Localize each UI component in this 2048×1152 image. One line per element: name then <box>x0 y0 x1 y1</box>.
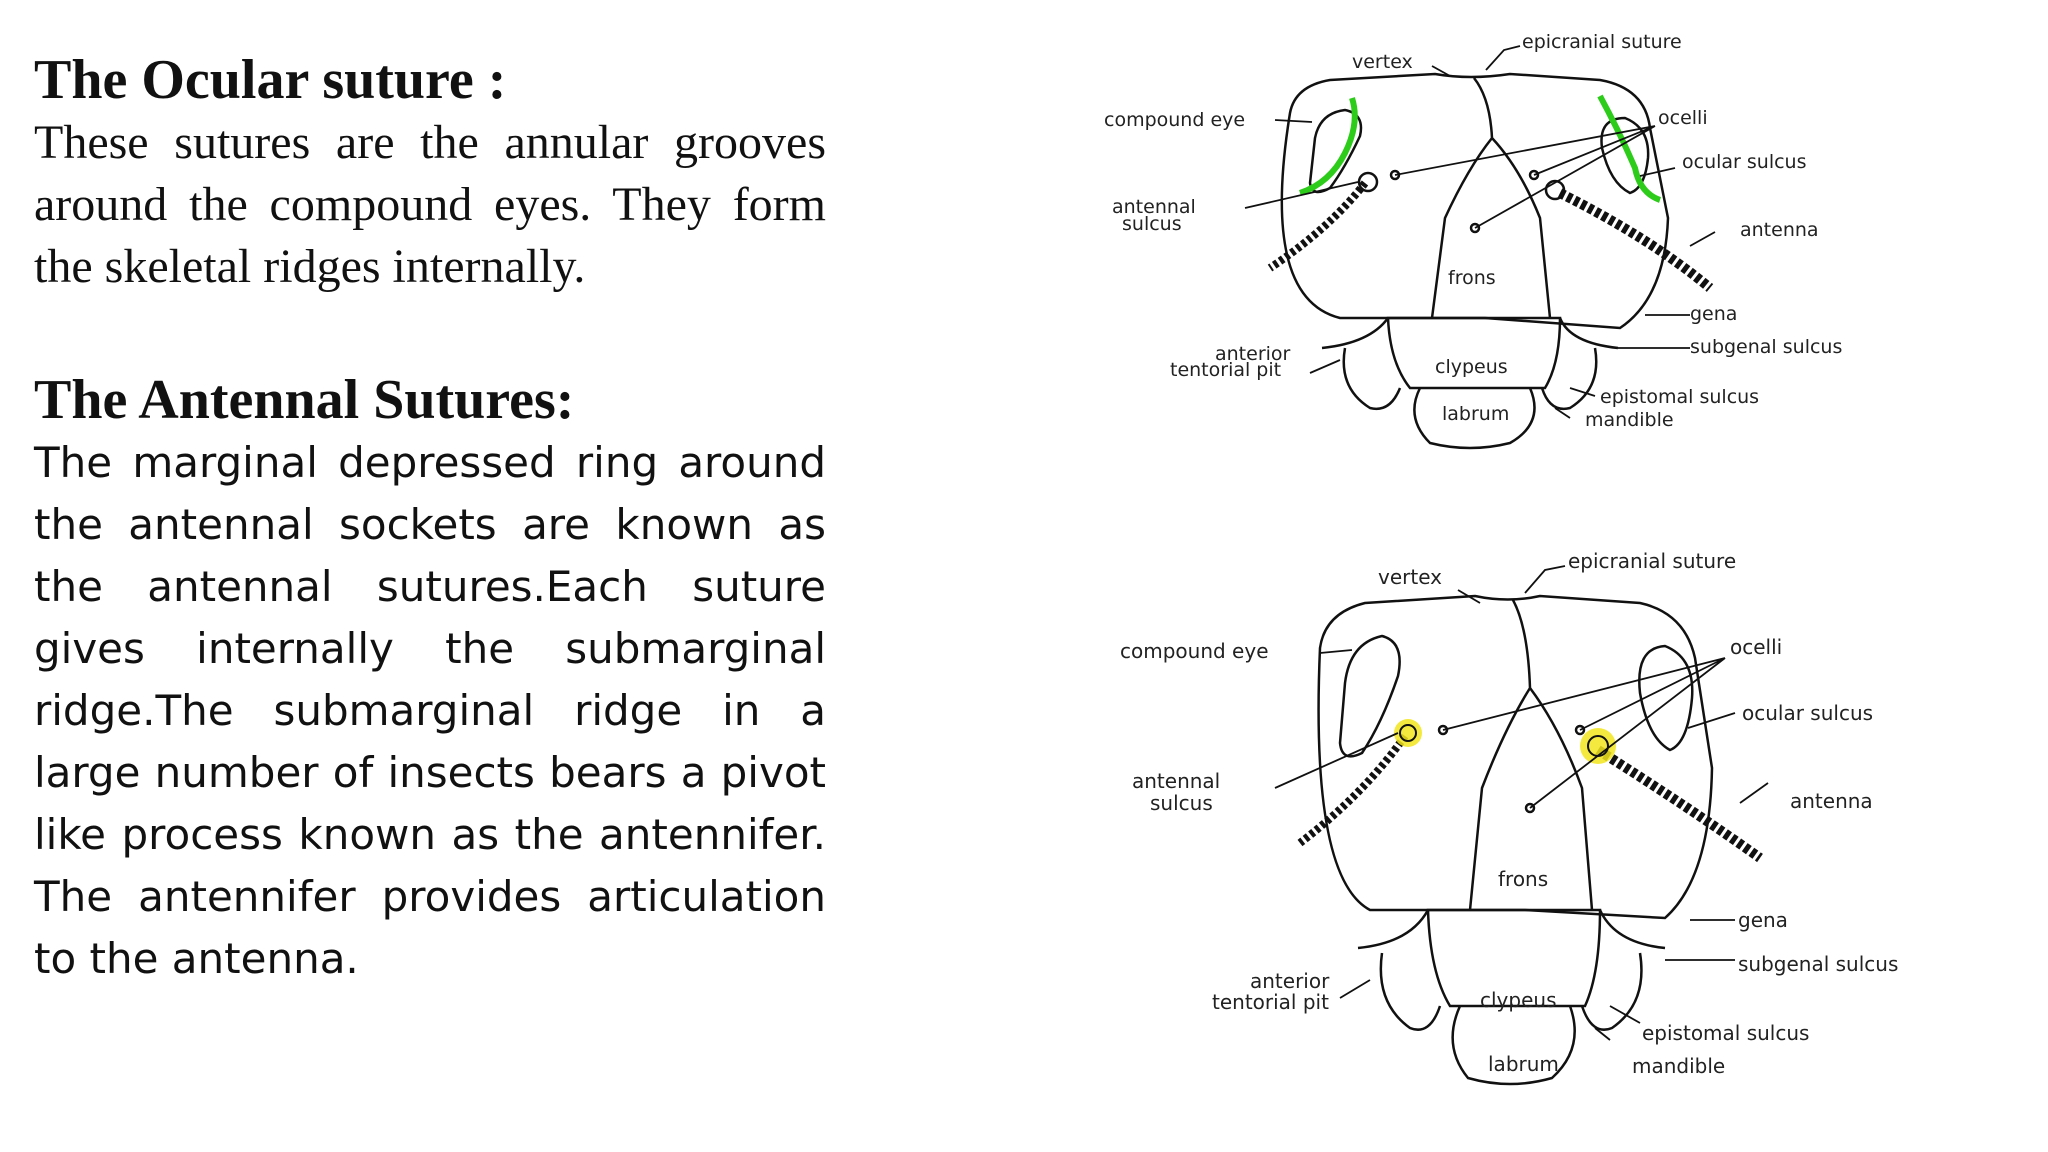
antennal-sutures-body: The marginal depressed ring around the a… <box>34 438 826 983</box>
label-ocular-sulcus: ocular sulcus <box>1682 151 1807 173</box>
label-labrum: labrum <box>1488 1052 1559 1076</box>
label-gena: gena <box>1738 908 1788 932</box>
label-antenna: antenna <box>1740 219 1819 241</box>
label-antennal-sulcus-1: antennal <box>1132 769 1220 793</box>
ocular-suture-heading: The Ocular suture : <box>34 49 507 111</box>
label-subgenal-sulcus: subgenal sulcus <box>1690 336 1842 358</box>
insect-head-svg-bottom: epicranial suture vertex compound eye oc… <box>1120 549 1898 1086</box>
left-mandible <box>1342 347 1402 411</box>
ocular-suture-highlight <box>1298 94 1662 203</box>
label-compound-eye: compound eye <box>1104 109 1245 131</box>
text-column: The Ocular suture : These sutures are th… <box>34 48 826 990</box>
ocellus-median <box>1524 802 1536 814</box>
left-antenna <box>1297 733 1409 847</box>
label-frons: frons <box>1448 267 1496 289</box>
label-anterior-tentorial-pit-1: anterior <box>1250 969 1330 993</box>
insect-head-svg-top: epicranial suture vertex compound eye oc… <box>1104 31 1842 450</box>
label-anterior-tentorial-pit-2: tentorial pit <box>1212 990 1329 1014</box>
right-antenna <box>1557 188 1714 292</box>
label-labrum: labrum <box>1442 403 1509 425</box>
labrum-outline <box>1451 1005 1576 1086</box>
label-anterior-tentorial-pit-2: tentorial pit <box>1170 359 1281 381</box>
left-compound-eye <box>1338 634 1401 758</box>
label-antennal-sulcus-1: antennal <box>1112 196 1196 218</box>
clypeus-outline <box>1386 316 1562 390</box>
label-epicranial-suture: epicranial suture <box>1522 31 1682 53</box>
label-anterior-tentorial-pit-1: anterior <box>1215 343 1291 365</box>
label-antennal-sulcus-2: sulcus <box>1122 213 1182 235</box>
label-clypeus: clypeus <box>1435 356 1508 378</box>
label-compound-eye: compound eye <box>1120 639 1269 663</box>
label-vertex: vertex <box>1352 51 1413 73</box>
label-epistomal-sulcus: epistomal sulcus <box>1600 386 1759 408</box>
right-mandible <box>1540 347 1598 411</box>
subgenal-sulcus-lines <box>1321 317 1619 350</box>
label-vertex: vertex <box>1378 565 1442 589</box>
left-antennal-socket <box>1357 171 1379 193</box>
head-capsule <box>1280 72 1670 330</box>
label-epistomal-sulcus: epistomal sulcus <box>1642 1021 1809 1045</box>
right-compound-eye <box>1638 644 1694 752</box>
epicranial-suture-lines <box>1468 599 1594 911</box>
head-capsule <box>1317 594 1714 920</box>
ocellus-right <box>1528 169 1540 181</box>
label-ocular-sulcus: ocular sulcus <box>1742 701 1873 725</box>
ocellus-right <box>1574 724 1586 736</box>
clypeus-outline <box>1426 908 1602 1008</box>
epicranial-suture-lines <box>1430 77 1552 319</box>
right-antennal-socket <box>1544 179 1566 201</box>
label-ocelli: ocelli <box>1730 635 1782 659</box>
ocellus-median <box>1469 222 1481 234</box>
right-mandible <box>1580 952 1643 1031</box>
insect-head-diagram-antennal: epicranial suture vertex compound eye oc… <box>1120 518 1990 1138</box>
left-antenna <box>1267 180 1369 272</box>
labrum-outline <box>1413 387 1536 450</box>
right-antenna <box>1595 745 1763 863</box>
label-antennal-sulcus-2: sulcus <box>1150 791 1213 815</box>
insect-head-diagram-ocular: epicranial suture vertex compound eye oc… <box>1090 18 2010 478</box>
ocellus-left <box>1437 724 1449 736</box>
label-frons: frons <box>1498 867 1548 891</box>
label-gena: gena <box>1690 303 1737 325</box>
antennal-sutures-heading: The Antennal Sutures: <box>34 369 575 431</box>
subgenal-sulcus-lines <box>1357 909 1666 950</box>
label-mandible: mandible <box>1585 409 1674 431</box>
antennal-suture-highlight <box>1394 719 1616 764</box>
label-clypeus: clypeus <box>1480 988 1556 1012</box>
label-ocelli: ocelli <box>1658 107 1708 129</box>
ocular-suture-body: These sutures are the annular grooves ar… <box>34 116 826 293</box>
right-compound-eye <box>1600 116 1650 195</box>
label-subgenal-sulcus: subgenal sulcus <box>1738 952 1898 976</box>
label-mandible: mandible <box>1632 1054 1725 1078</box>
left-mandible <box>1379 952 1442 1031</box>
label-epicranial-suture: epicranial suture <box>1568 549 1736 573</box>
label-antenna: antenna <box>1790 789 1873 813</box>
